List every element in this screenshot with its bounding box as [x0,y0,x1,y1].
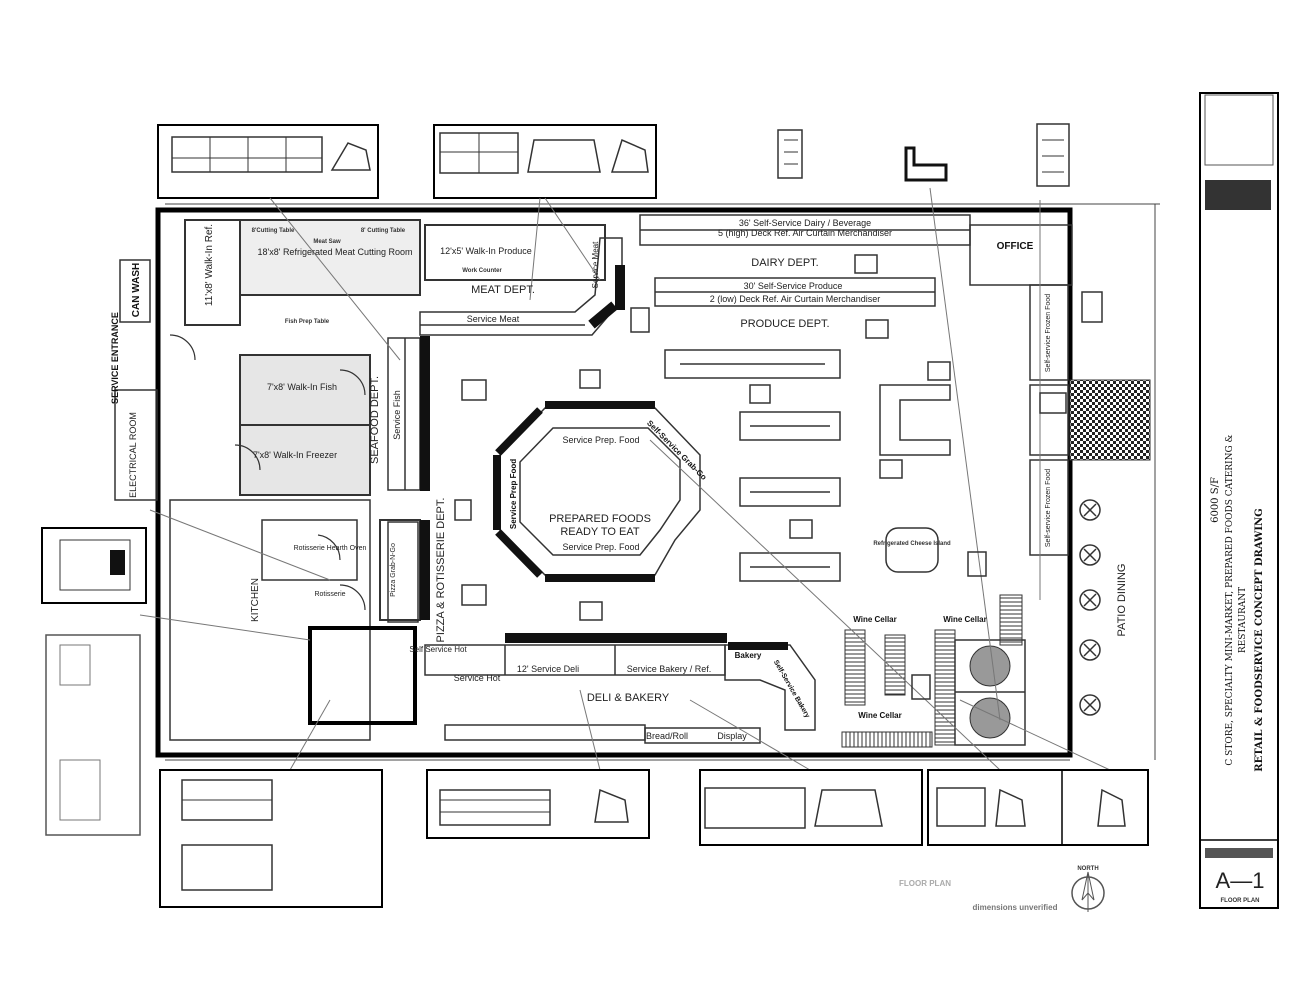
north-label: NORTH [1077,866,1098,872]
service-deli-label: 12' Service Deli [517,664,579,674]
kitchen-label: KITCHEN [250,578,261,622]
office-label: OFFICE [997,241,1034,252]
deli-bakery-counters [424,644,816,744]
elevation-boxes-bottom [159,769,1149,908]
cutting-table-1-label: 8'Cutting Table [252,228,295,234]
elevation-box-service [433,124,657,199]
project-description-2: RESTAURANT [1238,587,1248,653]
drawing-title: RETAIL & FOODSERVICE CONCEPT DRAWING [1254,508,1265,771]
service-prep-top-label: Service Prep. Food [562,435,639,445]
meat-dept-label: MEAT DEPT. [471,284,535,296]
elevation-box-meat [157,124,379,199]
walk-in-produce-label: 12'x5' Walk-In Produce [440,246,532,256]
dairy-beverage-label: 36' Self-Service Dairy / Beverage [739,218,871,228]
patio-dining-label: PATIO DINING [1116,564,1128,637]
meat-saw-label: Meat Saw [313,239,341,245]
elevation-merchandiser-icons [777,123,1070,187]
pizza-grab-label: Pizza Grab-N-Go [390,543,397,597]
walk-in-fish-label: 7'x8' Walk-In Fish [267,382,337,392]
service-meat-vertical-label: Service Meat [591,241,600,288]
self-grab-go-label: Self-Service Grab-Go [645,419,708,482]
walk-in-ref-label: 11'x8' Walk-In Ref. [204,224,215,306]
project-description: C STORE, SPECIALTY MINI-MARKET, PREPARED… [1225,434,1235,765]
wine-cellar-1-label: Wine Cellar [853,615,897,624]
produce-deck-label: 2 (low) Deck Ref. Air Curtain Merchandis… [710,294,881,304]
cheese-island-label: Refrigerated Cheese Island [873,541,951,547]
title-block [1199,92,1279,909]
frozen-food-2-label: Self-service Frozen Food [1045,469,1052,547]
cutting-table-2-label: 8' Cutting Table [361,228,406,234]
seafood-dept-label: SEAFOOD DEPT. [369,376,381,464]
work-counter-label: Work Counter [462,268,502,274]
service-prep-left-label: Service Prep Food [509,459,518,529]
produce-islands [664,349,951,582]
self-bakery-label: Self-Service Bakery [772,659,811,719]
service-hot-label: Service Hot [454,673,501,683]
leader-lines [139,187,1111,771]
wine-cellar-3-label: Wine Cellar [858,711,902,720]
hearth-oven-label: Rotisserie Hearth Oven [294,545,367,552]
bakery-label: Bakery [735,651,762,660]
dimensions-note: dimensions unverified [973,903,1058,912]
frozen-food-1-label: Self-service Frozen Food [1045,294,1052,372]
service-fish-label: Service Fish [392,390,402,440]
display-label: Display [717,731,747,741]
walk-in-freezer-label: 7'x8' Walk-In Freezer [253,450,337,460]
self-service-hot-label: Self Service Hot [409,645,467,654]
service-meat-label: Service Meat [467,314,520,324]
bread-roll-label: Bread/Roll [646,731,688,741]
wine-cellar-racks [841,594,1023,748]
project-size: 6000 S/F [1210,477,1221,523]
patio-tables [1079,291,1103,716]
north-arrow [1071,871,1105,912]
dairy-deck-label: 5 (high) Deck Ref. Air Curtain Merchandi… [718,228,892,238]
back-of-house-walls [169,219,606,741]
fish-prep-label: Fish Prep Table [285,319,330,325]
service-prep-bottom-label: Service Prep. Food [562,542,639,552]
electrical-room-label: ELECTRICAL ROOM [128,412,138,498]
service-entrance-label: SERVICE ENTRANCE [110,312,120,404]
prepared-foods-label: PREPARED FOODS [549,513,651,525]
plan-label: FLOOR PLAN [899,879,951,888]
meat-cutting-room-label: 18'x8' Refrigerated Meat Cutting Room [257,247,412,257]
pizza-dept-label: PIZZA & ROTISSERIE DEPT. [435,498,447,643]
sheet-label: FLOOR PLAN [1221,898,1260,904]
service-bakery-label: Service Bakery / Ref. [627,664,712,674]
self-produce-label: 30' Self-Service Produce [744,281,843,291]
building-outline [155,207,1073,758]
rotisserie-label: Rotisserie [314,591,345,598]
produce-dept-label: PRODUCE DEPT. [740,318,829,330]
can-wash-label: CAN WASH [131,263,142,317]
wine-cellar-2-label: Wine Cellar [943,615,987,624]
ready-to-eat-label: READY TO EAT [560,526,640,538]
deli-bakery-label: DELI & BAKERY [587,692,670,704]
sheet-number: A—1 [1216,868,1265,893]
dairy-dept-label: DAIRY DEPT. [751,257,818,269]
service-meat-counter [387,237,623,491]
